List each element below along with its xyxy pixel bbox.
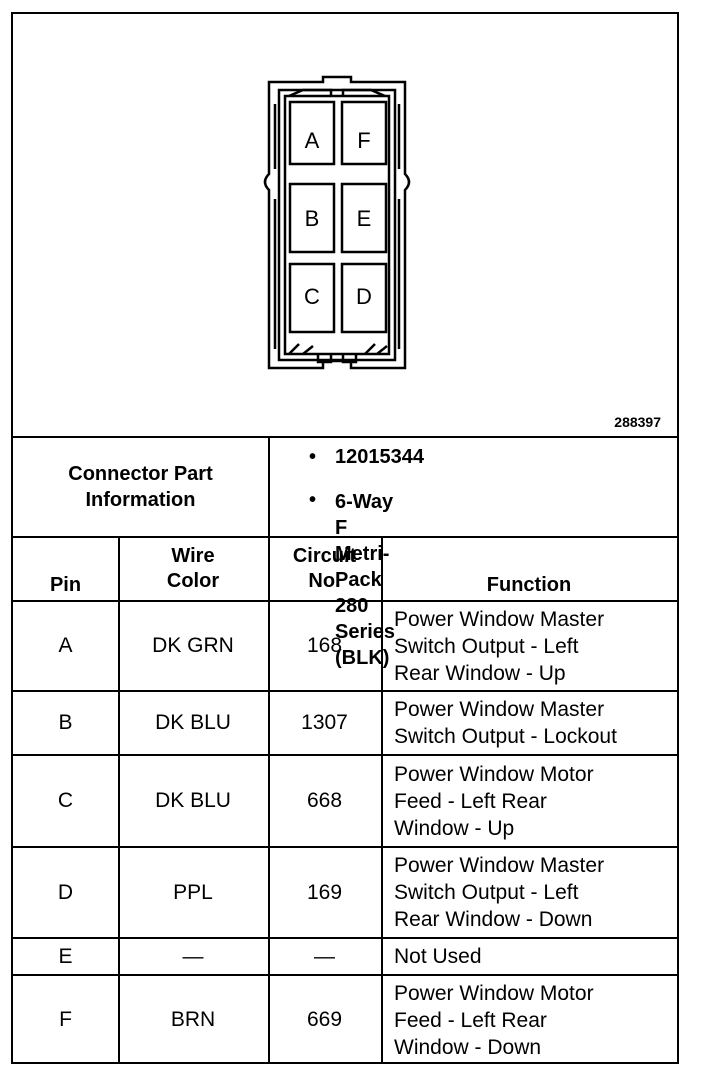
row-c-wire-color: DK BLU <box>155 789 231 812</box>
row-f-circuit: 669 <box>306 1008 343 1031</box>
pin-label-b: B <box>304 206 320 231</box>
row-b-pin: B <box>58 711 73 734</box>
row-c-function: Power Window Motor Feed - Left Rear Wind… <box>394 762 594 840</box>
rule-row-d <box>13 937 677 939</box>
row-d-circuit: 169 <box>306 880 343 904</box>
row-e-wire-color: — <box>182 944 204 968</box>
rule-col-2 <box>268 536 270 1064</box>
rule-row-c <box>13 846 677 848</box>
pin-label-f: F <box>357 128 371 153</box>
pin-label-d: D <box>356 284 372 309</box>
row-c-circuit: 668 <box>306 789 343 812</box>
row-d-function: Power Window Master Switch Output - Left… <box>394 854 605 931</box>
row-f-function: Power Window Motor Feed - Left Rear Wind… <box>394 981 594 1059</box>
header-circuit-no: Circuit No. <box>292 545 357 592</box>
figure-number: 288397 <box>614 414 661 430</box>
row-e-function: Not Used <box>394 945 482 968</box>
row-a-circuit: 168 <box>306 634 343 657</box>
pin-label-a: A <box>304 128 320 153</box>
row-a-function: Power Window Master Switch Output - Left… <box>394 607 605 685</box>
row-b-wire-color: DK BLU <box>155 711 231 734</box>
row-d-wire-color: PPL <box>173 880 213 904</box>
rule-info-divider <box>268 436 270 536</box>
row-b-circuit: 1307 <box>301 711 348 734</box>
row-a-wire-color: DK GRN <box>152 634 234 657</box>
connector-diagram: A F B E C D 288397 <box>13 14 677 436</box>
header-function: Function <box>486 573 572 596</box>
row-d-pin: D <box>57 880 74 904</box>
row-a-pin: A <box>58 634 73 657</box>
rule-diagram-bottom <box>13 436 677 438</box>
connector-type: 6-Way F Metri-Pack 280 Series (BLK) <box>335 491 396 669</box>
rule-info-bottom <box>13 536 677 538</box>
row-e-circuit: — <box>314 944 335 968</box>
rule-col-3 <box>381 536 383 1064</box>
bullet-icon: • <box>309 489 317 511</box>
rule-header-bottom <box>13 600 677 602</box>
row-c-pin: C <box>57 789 74 812</box>
rule-row-b <box>13 754 677 756</box>
pin-label-e: E <box>356 206 372 231</box>
rule-row-e <box>13 974 677 976</box>
bullet-icon: • <box>309 446 317 468</box>
header-wire-color: Wire Color <box>166 545 220 592</box>
document-frame: A F B E C D 288397 Connector Part Inform… <box>11 12 679 1064</box>
pin-label-c: C <box>304 284 320 309</box>
header-pin: Pin <box>49 573 82 596</box>
row-f-pin: F <box>59 1008 72 1031</box>
rule-col-1 <box>118 536 120 1064</box>
row-b-function: Power Window Master Switch Output - Lock… <box>394 698 617 748</box>
connector-part-info-title: Connector Part Information <box>68 463 213 511</box>
row-f-wire-color: BRN <box>170 1008 216 1031</box>
connector-drawing <box>263 75 411 370</box>
part-number: 12015344 <box>335 446 424 468</box>
rule-row-a <box>13 690 677 692</box>
row-e-pin: E <box>58 944 73 968</box>
